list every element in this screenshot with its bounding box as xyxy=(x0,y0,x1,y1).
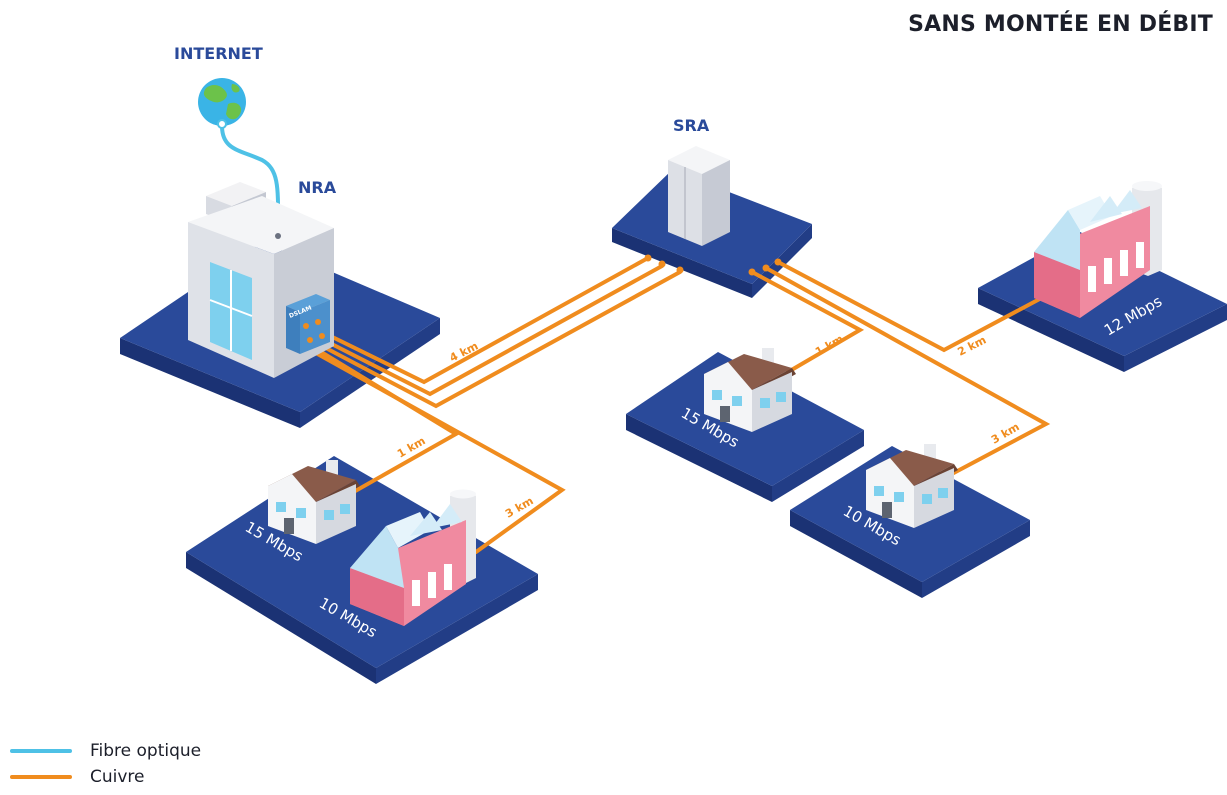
legend-label-fiber: Fibre optique xyxy=(90,741,202,761)
legend-label-copper: Cuivre xyxy=(90,767,145,787)
distance-label-sra-house-a: 1 km xyxy=(813,332,846,358)
legend-line-copper xyxy=(10,775,72,779)
sra-label: SRA xyxy=(673,116,710,135)
sra-cabinet xyxy=(644,146,782,276)
legend-item-fiber: Fibre optique xyxy=(10,738,201,764)
legend-line-fiber xyxy=(10,749,72,753)
diagram-title: SANS MONTÉE EN DÉBIT xyxy=(908,12,1213,37)
factory-icon-right xyxy=(1034,181,1162,318)
internet-label: INTERNET xyxy=(174,44,263,63)
distance-label-sra-house-b: 3 km xyxy=(989,420,1022,446)
factory-icon-bottom-left xyxy=(350,489,476,626)
fiber-cable xyxy=(220,124,281,236)
legend-item-copper: Cuivre xyxy=(10,764,201,790)
distance-label-nra-house: 1 km xyxy=(395,434,428,460)
dslam-box: DSLAM xyxy=(286,294,330,354)
nra-label: NRA xyxy=(298,178,337,197)
distance-label-nra-factory: 3 km xyxy=(503,494,536,520)
legend: Fibre optique Cuivre xyxy=(10,738,201,790)
globe-icon xyxy=(198,78,246,129)
copper-cables xyxy=(306,256,1066,554)
